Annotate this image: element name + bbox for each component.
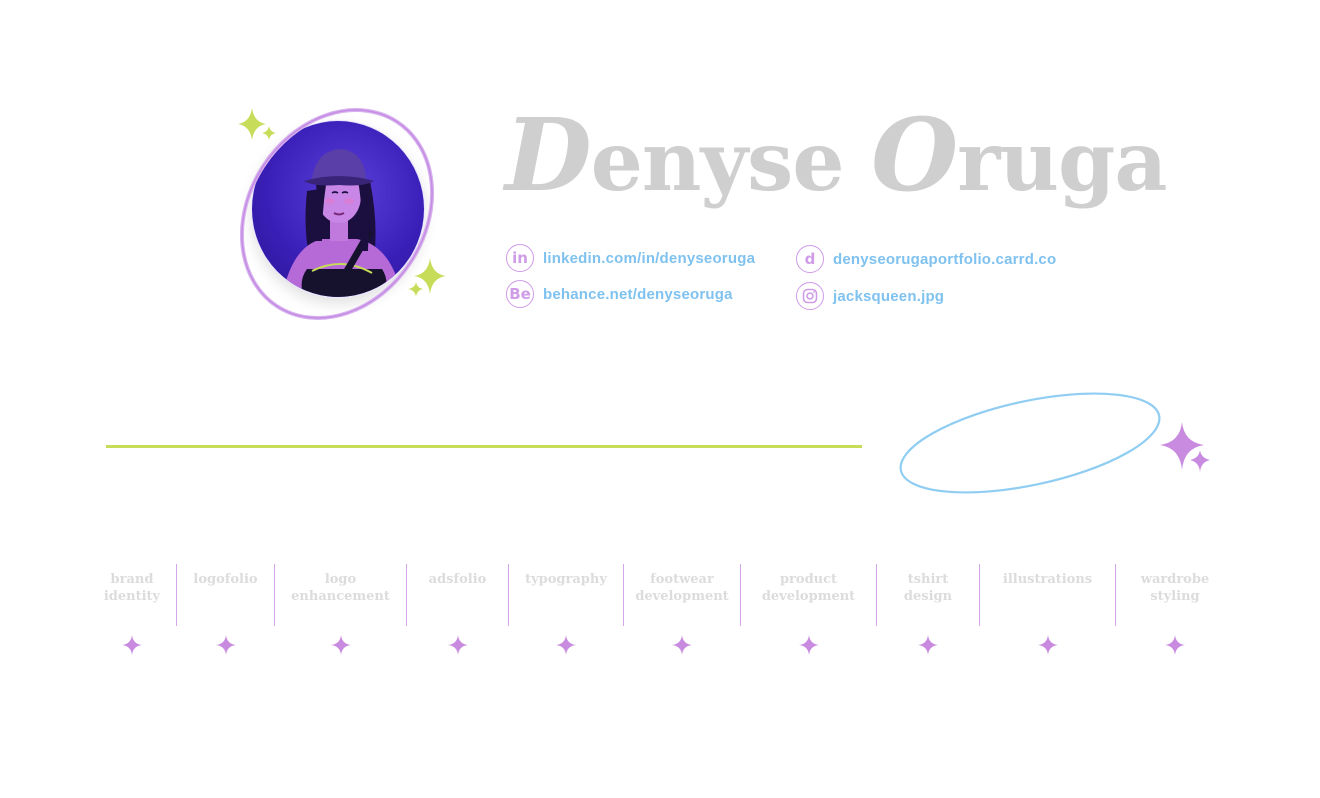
divider-line: [106, 445, 862, 448]
link-label[interactable]: denyseorugaportfolio.carrd.co: [833, 250, 1057, 268]
orbit-ring: [239, 108, 435, 320]
avatar-illustration: [282, 149, 402, 297]
category-label: wardrobe styling: [1140, 572, 1210, 604]
category-label: logo enhancement: [291, 572, 390, 604]
linkedin-icon: in: [506, 244, 534, 272]
sparkle-icon: [238, 108, 276, 140]
category-product-development[interactable]: product development: [740, 564, 876, 655]
name-last-rest: ruga: [957, 114, 1167, 210]
category-label: tshirt design: [903, 572, 953, 604]
category-label: footwear development: [635, 572, 729, 604]
sparkle-icon: [408, 258, 446, 297]
sparkle-icon: [1037, 635, 1058, 655]
category-tshirt-design[interactable]: tshirt design: [876, 564, 979, 655]
profile-avatar-group: [236, 100, 462, 330]
name-initial-first: D: [505, 96, 592, 214]
category-logo-enhancement[interactable]: logo enhancement: [274, 564, 406, 655]
sparkle-icon: [330, 635, 351, 655]
category-illustrations[interactable]: illustrations: [979, 564, 1115, 655]
link-carrd[interactable]: d denyseorugaportfolio.carrd.co: [796, 245, 1056, 273]
link-linkedin[interactable]: in linkedin.com/in/denyseoruga: [506, 244, 755, 272]
behance-icon: Be: [506, 280, 534, 308]
link-label[interactable]: linkedin.com/in/denyseoruga: [543, 249, 756, 267]
sparkle-icon: [798, 635, 819, 655]
link-label[interactable]: jacksqueen.jpg: [833, 287, 945, 305]
category-label: product development: [761, 572, 856, 604]
category-typography[interactable]: typography: [508, 564, 623, 655]
link-behance[interactable]: Be behance.net/denyseoruga: [506, 280, 733, 308]
avatar: [251, 120, 425, 298]
category-footwear-development[interactable]: footwear development: [623, 564, 740, 655]
link-label[interactable]: behance.net/denyseoruga: [543, 285, 733, 303]
carrd-icon: d: [796, 245, 824, 273]
page-title: Denyse Oruga: [505, 105, 1167, 205]
sparkle-icon: [672, 635, 692, 655]
category-label: brand identity: [103, 572, 161, 604]
category-label: adsfolio: [428, 572, 487, 587]
instagram-icon: [796, 282, 824, 310]
category-adsfolio[interactable]: adsfolio: [406, 564, 508, 655]
sparkle-icon: [215, 635, 236, 655]
sparkle-icon: [1160, 422, 1210, 472]
sparkle-icon: [918, 635, 938, 655]
category-brand-identity[interactable]: brand identity: [88, 564, 176, 655]
category-label: illustrations: [1002, 572, 1093, 587]
sparkle-icon: [1165, 635, 1185, 655]
sparkle-icon: [122, 635, 142, 655]
sparkle-icon: [447, 635, 468, 655]
link-instagram[interactable]: jacksqueen.jpg: [796, 282, 944, 310]
name-first-rest: enyse: [590, 114, 845, 210]
category-label: typography: [525, 572, 607, 587]
decorative-orbit: [899, 392, 1161, 494]
category-logofolio[interactable]: logofolio: [176, 564, 274, 655]
category-wardrobe-styling[interactable]: wardrobe styling: [1115, 564, 1234, 655]
sparkle-icon: [556, 635, 576, 655]
category-nav: brand identity logofolio logo enhancemen…: [88, 564, 1234, 655]
instagram-glyph-icon: [802, 288, 818, 304]
name-initial-last: O: [871, 96, 958, 214]
category-label: logofolio: [193, 572, 258, 587]
